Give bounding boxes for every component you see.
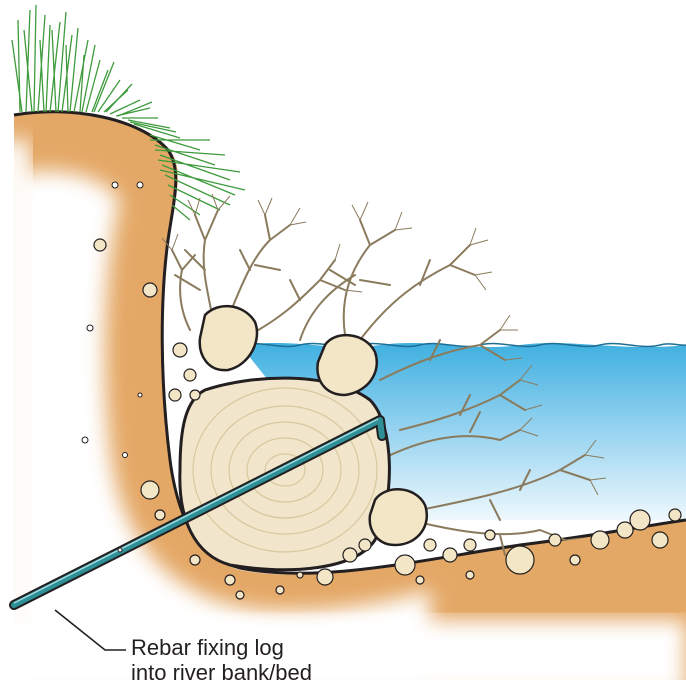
callout-line-2: into river bank/bed — [131, 660, 491, 685]
log — [180, 378, 390, 570]
boulder — [370, 489, 427, 545]
callout-line-1: Rebar fixing log — [131, 635, 491, 660]
boulder — [200, 306, 257, 370]
rebar-callout-label: Rebar fixing log into river bank/bed — [131, 635, 491, 685]
